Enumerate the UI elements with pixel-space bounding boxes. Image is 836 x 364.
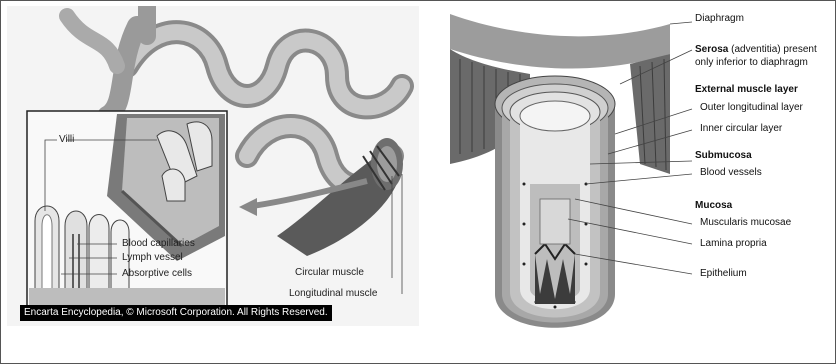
label-submucosa: Submucosa	[695, 150, 752, 162]
label-diaphragm: Diaphragm	[695, 13, 744, 25]
copyright-notice: Encarta Encyclopedia, © Microsoft Corpor…	[20, 305, 332, 321]
label-serosa: Serosa (adventitia) present	[695, 44, 817, 56]
serosa-bold: Serosa	[695, 44, 728, 55]
label-blood-vessels: Blood vessels	[700, 167, 762, 179]
label-lymph-vessel: Lymph vessel	[122, 252, 183, 264]
label-serosa-line2: only inferior to diaphragm	[695, 57, 808, 69]
label-inner-circular: Inner circular layer	[700, 123, 782, 135]
label-longitudinal-muscle: Longitudinal muscle	[289, 288, 377, 300]
diaphragm-sheet	[450, 14, 670, 69]
label-villi: Villi	[59, 134, 74, 146]
label-lamina-propria: Lamina propria	[700, 238, 767, 250]
label-outer-longitudinal: Outer longitudinal layer	[700, 102, 803, 114]
label-circular-muscle: Circular muscle	[295, 267, 364, 279]
serosa-rest: (adventitia) present	[728, 44, 816, 55]
arrow-head	[239, 198, 257, 216]
villi-base	[29, 288, 225, 306]
label-epithelium: Epithelium	[700, 268, 747, 280]
label-muscularis-mucosae: Muscularis mucosae	[700, 217, 791, 229]
small-intestine-illustration: Villi Blood capillaries Lymph vessel Abs…	[7, 6, 419, 326]
label-external-muscle: External muscle layer	[695, 84, 798, 96]
label-blood-capillaries: Blood capillaries	[122, 238, 195, 250]
label-absorptive-cells: Absorptive cells	[122, 268, 192, 280]
label-mucosa: Mucosa	[695, 200, 732, 212]
gi-wall-illustration: Diaphragm Serosa (adventitia) present on…	[440, 4, 830, 359]
